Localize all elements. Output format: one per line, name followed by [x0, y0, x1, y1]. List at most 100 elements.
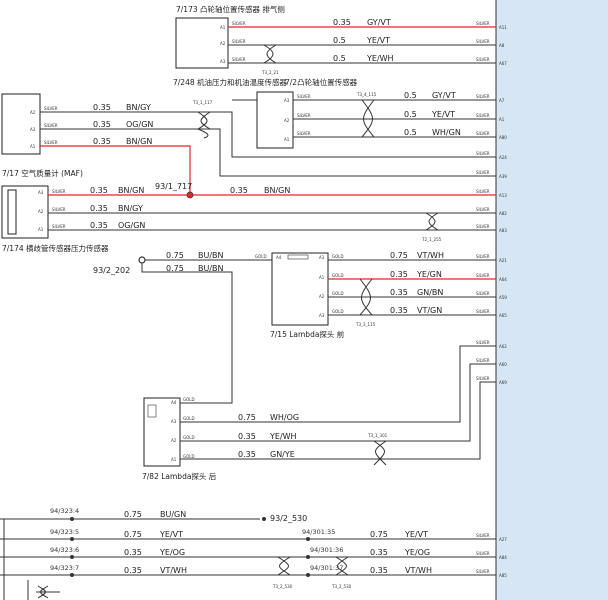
terminal-label: SILVER: [44, 106, 58, 111]
terminal-label: SILVER: [476, 358, 490, 363]
terminal-label: GOLD: [332, 254, 344, 259]
ecu-pin: A7: [499, 98, 505, 103]
splice-dot: [306, 555, 310, 559]
ecu-pin: A62: [499, 344, 507, 349]
lambda-front-sensor: [271, 252, 329, 326]
pin-label: A4: [171, 400, 177, 405]
terminal-label: SILVER: [232, 21, 246, 26]
terminal-label: SILVER: [476, 151, 490, 156]
wire-color: YE/WH: [366, 54, 394, 63]
twisted-pair: [373, 440, 387, 466]
terminal-label: GOLD: [332, 291, 344, 296]
splice-label: 93/2_202: [93, 266, 130, 275]
cam-intake-sensor: [256, 91, 294, 149]
pin-label: A2: [220, 41, 226, 46]
ecu-pin: A11: [499, 25, 507, 30]
pin-label: A1: [38, 227, 44, 232]
ecu-pin: A65: [499, 313, 507, 318]
wire-size: 0.75: [370, 530, 388, 539]
terminal-label: SILVER: [476, 94, 490, 99]
lambda-rear-label: 7/82 Lambda探头 后: [142, 471, 217, 481]
wire-color: BN/GY: [118, 204, 143, 213]
ecu-pin: A1: [499, 117, 505, 122]
wire-color: YE/GN: [416, 270, 442, 279]
terminal-label: SILVER: [476, 291, 490, 296]
wire-size: 0.35: [238, 450, 256, 459]
wire-size: 0.35: [124, 566, 142, 575]
wire-size: 0.35: [124, 548, 142, 557]
wire-color: BU/BN: [198, 264, 224, 273]
splice-label: 93/1_717: [155, 182, 192, 191]
map-label: 7/174 横歧管传感器压力传感器: [2, 243, 109, 253]
ecu-pin-labels: A11 A8 A67 A7 A1 A80 A24 A39 A13 A82 A83…: [499, 25, 507, 578]
twist-label: T3_1_301: [367, 433, 388, 438]
wire-size: 0.35: [90, 204, 108, 213]
wire-color: VT/WH: [160, 566, 187, 575]
splice-dot: [70, 537, 74, 541]
wire-color: VT/WH: [405, 566, 432, 575]
wire: [141, 263, 233, 300]
wire-size: 0.75: [124, 510, 142, 519]
twist-label: T3_2_530: [331, 584, 352, 589]
ecu-pin: A69: [499, 380, 507, 385]
twisted-pair: [425, 212, 439, 231]
ecu-pin: A83: [499, 228, 507, 233]
wire-size: 0.5: [333, 54, 346, 63]
heater-element: [147, 404, 157, 418]
splice-label: 94/323:7: [50, 564, 79, 572]
terminal-label: SILVER: [476, 224, 490, 229]
wire-color: BN/GN: [264, 186, 290, 195]
wire-color: GY/VT: [432, 91, 456, 100]
wire-color: OG/GN: [126, 120, 153, 129]
twisted-pair: [361, 99, 375, 138]
terminal-label: GOLD: [183, 435, 195, 440]
splice-dot: [70, 573, 74, 577]
wire-color: GY/VT: [367, 18, 391, 27]
twist-label: T3_3_115: [355, 322, 376, 327]
wire-size: 0.35: [93, 137, 111, 146]
pin-label: A1: [319, 275, 325, 280]
terminal-label: SILVER: [52, 224, 66, 229]
terminal-label: SILVER: [52, 189, 66, 194]
cam-exhaust-sensor: [175, 17, 229, 69]
wire: [180, 381, 496, 460]
terminal-label: SILVER: [476, 254, 490, 259]
twisted-pair: [359, 278, 373, 316]
terminal-label: SILVER: [476, 551, 490, 556]
wire-size: 0.5: [333, 36, 346, 45]
wire-color: YE/VT: [159, 530, 183, 539]
wire-size: 0.35: [93, 120, 111, 129]
terminal-label: SILVER: [232, 39, 246, 44]
splice-label: 93/2_530: [270, 514, 307, 523]
wire: [40, 128, 496, 177]
terminal-label: GOLD: [332, 273, 344, 278]
terminal-label: GOLD: [183, 454, 195, 459]
splice-dot: [70, 517, 74, 521]
wire-size: 0.5: [404, 128, 417, 137]
wire-color: WH/OG: [270, 413, 299, 422]
wire-color: YE/VT: [404, 530, 428, 539]
pin-label: A1: [30, 144, 36, 149]
wire-size: 0.75: [390, 251, 408, 260]
wire-color: OG/GN: [118, 221, 145, 230]
ecu-pin: A39: [499, 174, 507, 179]
wire-color: BU/GN: [160, 510, 186, 519]
terminal-label: SILVER: [476, 273, 490, 278]
terminal-label: SILVER: [297, 113, 311, 118]
ecu-pin: A67: [499, 61, 507, 66]
wire-size: 0.75: [238, 413, 256, 422]
terminal-label: SILVER: [44, 140, 58, 145]
wire-size: 0.75: [166, 264, 184, 273]
ecu-pin: A27: [499, 537, 507, 542]
splice-label: 94/301:37: [310, 564, 343, 572]
pin-label: A2: [38, 209, 44, 214]
cam-exhaust-label: 7/173 凸轮轴位置传感器 排气侧: [176, 4, 285, 14]
pin-label: A2: [171, 438, 177, 443]
terminal-label: GOLD: [255, 254, 267, 259]
wire-color: WH/GN: [432, 128, 461, 137]
splice-dot: [306, 573, 310, 577]
terminal-label: GOLD: [183, 397, 195, 402]
ecu-pin: A84: [499, 555, 507, 560]
pin-label: A2: [284, 118, 290, 123]
wire-size: 0.35: [370, 566, 388, 575]
